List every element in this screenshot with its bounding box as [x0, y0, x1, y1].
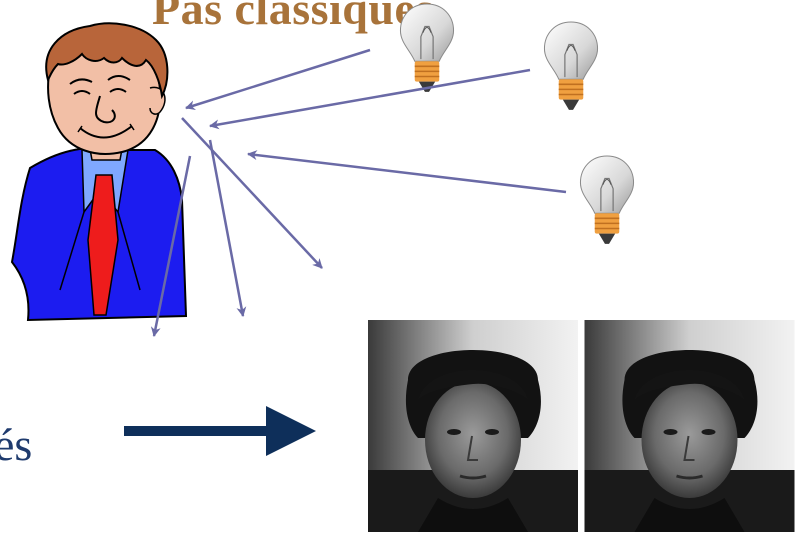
- hair: [45, 22, 169, 100]
- outgoing-arrow: [150, 155, 192, 337]
- side-text-fragment: és: [0, 419, 33, 470]
- slide-title: Pas classiques: [152, 0, 434, 34]
- incoming-arrow: [247, 150, 567, 194]
- lightbulb-icon: [543, 21, 599, 111]
- person-clipart: [10, 22, 188, 322]
- face-photo: [582, 320, 797, 532]
- lightbulb-icon: [399, 3, 455, 93]
- lightbulb-icon: [579, 155, 635, 245]
- incoming-arrow: [185, 48, 371, 111]
- incoming-arrow: [209, 68, 531, 130]
- tie: [87, 174, 119, 316]
- face-photo: [368, 320, 578, 532]
- outgoing-arrow: [208, 139, 247, 317]
- outgoing-arrow: [181, 117, 323, 269]
- big-arrow: [124, 406, 316, 456]
